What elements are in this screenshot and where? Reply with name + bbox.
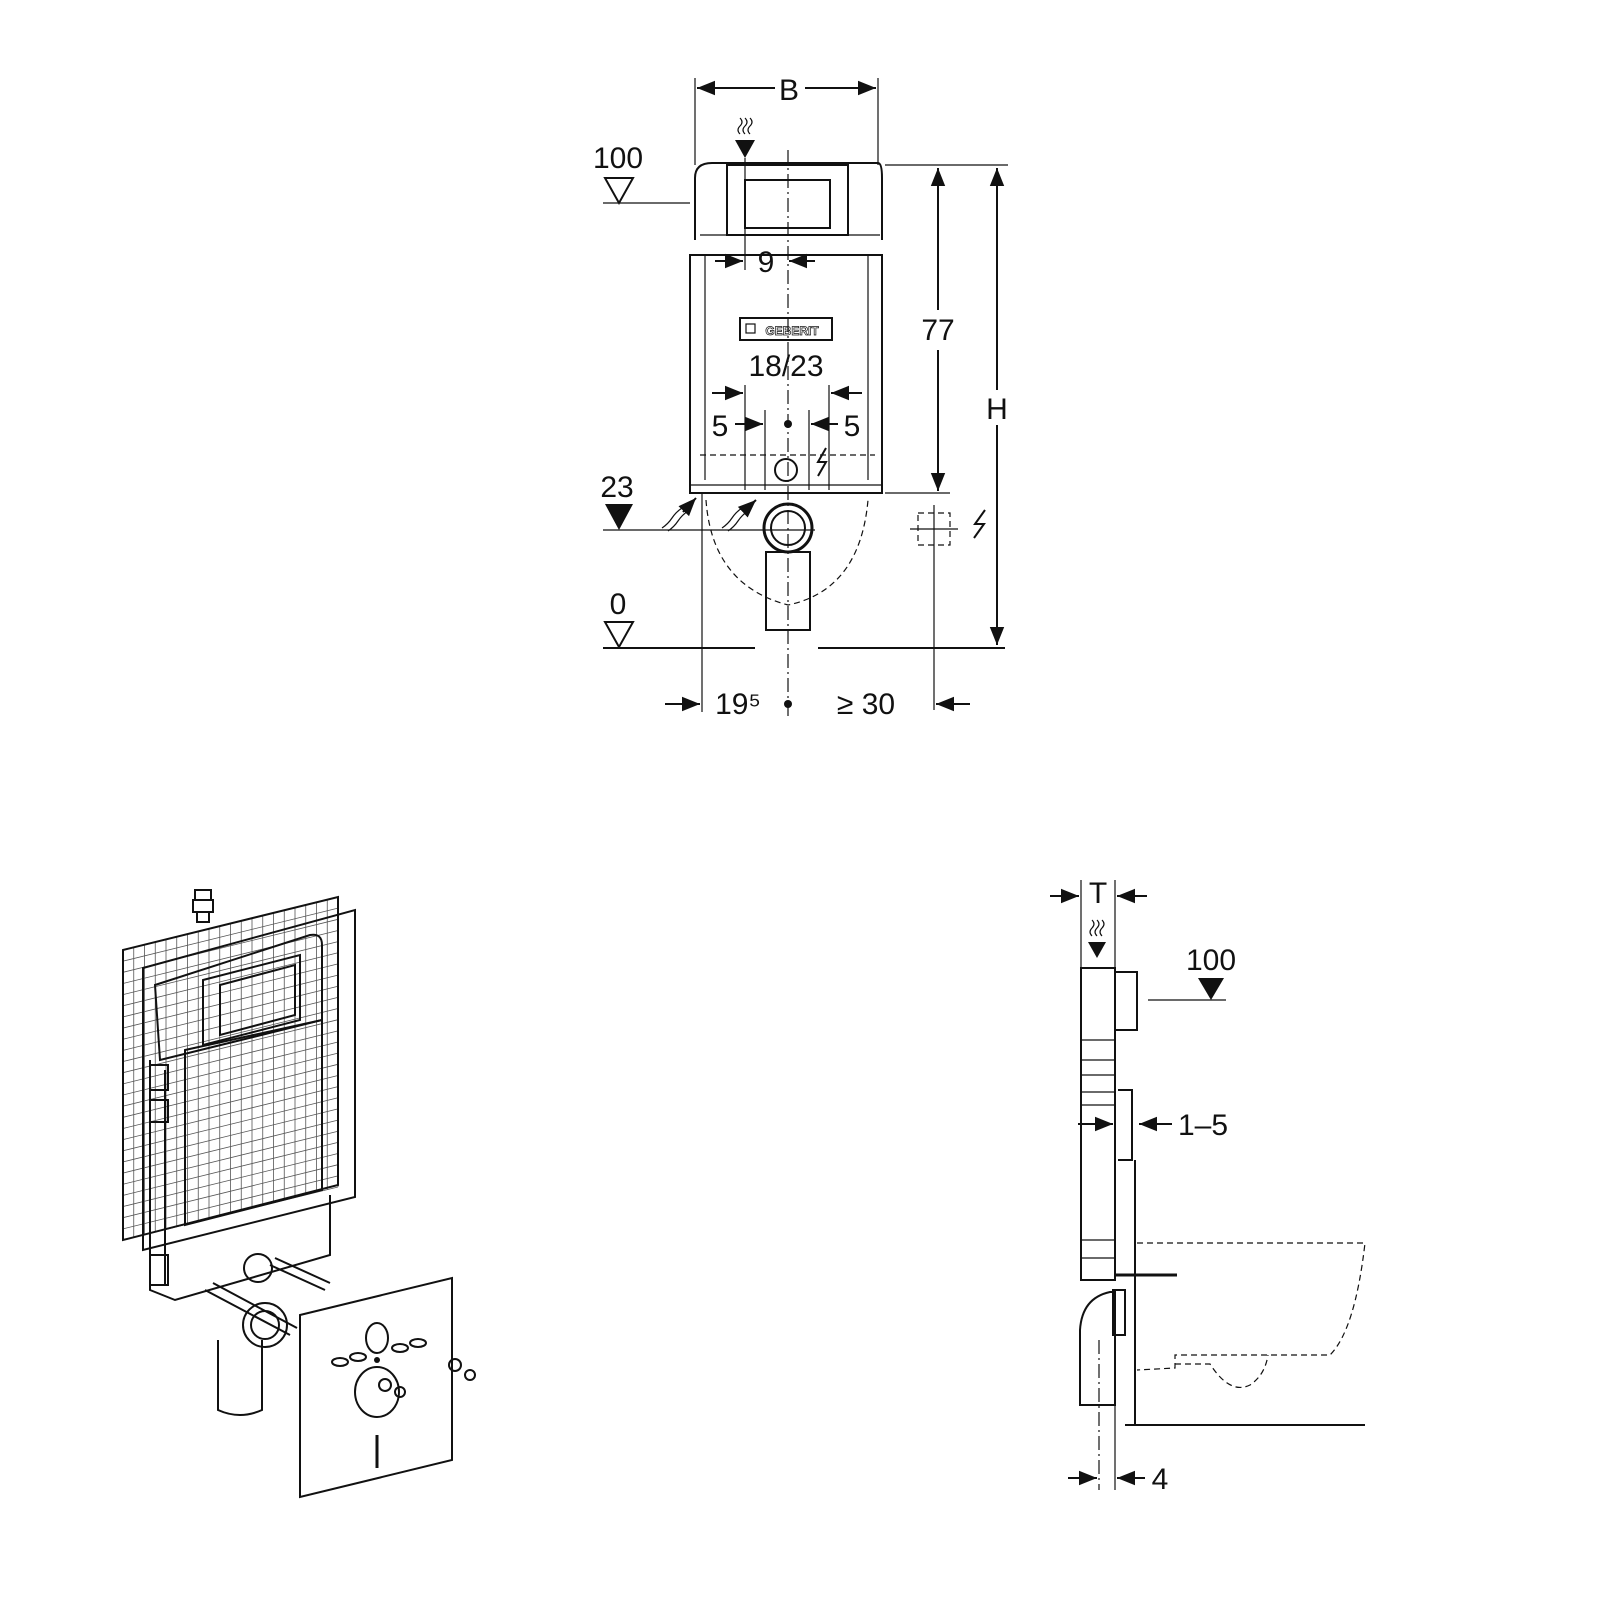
level-marker-icon xyxy=(603,177,635,206)
flush-plate xyxy=(1118,1089,1133,1161)
tile-grid xyxy=(122,896,339,1241)
level-inlet-label: 23 xyxy=(600,471,633,504)
level-marker-icon xyxy=(603,621,635,650)
toilet-bowl-outline xyxy=(705,499,869,606)
mounting-rod xyxy=(204,1282,298,1336)
protective-plate xyxy=(299,1276,453,1499)
right-offset-label: 5 xyxy=(844,410,861,443)
cistern-top xyxy=(694,162,883,240)
cistern-height-label: 77 xyxy=(921,314,954,347)
level-marker-filled-icon xyxy=(605,504,633,530)
pipe-offset-label: 4 xyxy=(1152,1463,1169,1496)
depth-label: T xyxy=(1089,877,1107,910)
level-top-label: 100 xyxy=(593,142,643,175)
frame-body xyxy=(689,254,883,494)
width-label: B xyxy=(779,74,799,107)
isometric-view xyxy=(122,889,476,1499)
wall-cover-label: 1–5 xyxy=(1178,1109,1228,1142)
level-marker-filled-icon xyxy=(1198,978,1224,1000)
level-top-label: 100 xyxy=(1186,944,1236,977)
electric-icon xyxy=(973,509,986,539)
side-distance-label: 19⁵ xyxy=(715,688,761,721)
geberit-logo: GEBERIT xyxy=(739,317,833,341)
electric-icon xyxy=(816,447,828,477)
flush-offset-label: 9 xyxy=(758,246,775,279)
water-supply-icon xyxy=(735,117,755,158)
height-label: H xyxy=(986,393,1008,426)
front-view: B 100 9 GEBERIT xyxy=(593,74,1008,721)
left-offset-label: 5 xyxy=(712,410,729,443)
drain-bend xyxy=(1079,1291,1116,1406)
spacing-label: 18/23 xyxy=(748,350,823,383)
svg-text:GEBERIT: GEBERIT xyxy=(765,324,819,338)
angle-valve-icon xyxy=(192,889,214,923)
toilet-outline xyxy=(1136,1242,1366,1371)
level-floor-label: 0 xyxy=(610,588,627,621)
water-supply-icon xyxy=(1088,919,1106,958)
side-view: T 100 1–5 4 xyxy=(1050,877,1366,1496)
min-distance-label: ≥ 30 xyxy=(837,688,895,721)
cistern-frame xyxy=(153,933,323,1062)
